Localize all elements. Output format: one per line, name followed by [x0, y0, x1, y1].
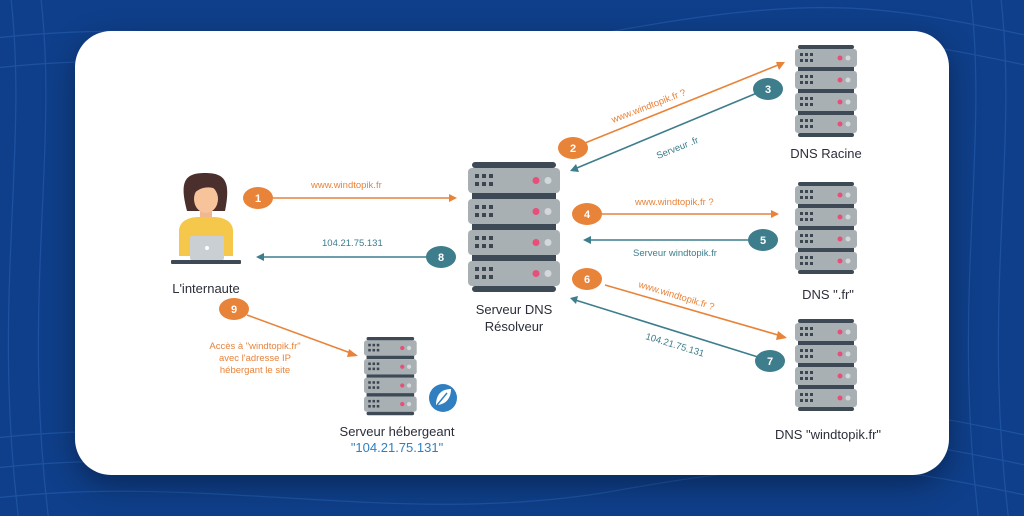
node-label-resolver-line-2: Résolveur [485, 319, 544, 334]
person-at-laptop-icon [171, 173, 241, 264]
step-badge-4: 4 [572, 203, 602, 225]
node-label-host-line-1: Serveur hébergeant [340, 424, 455, 439]
label-step-6: www.windtopik.fr ? [636, 279, 715, 313]
label-step-7: 104.21.75.131 [644, 331, 705, 359]
svg-text:4: 4 [584, 209, 591, 221]
arrowhead-step-1 [449, 194, 457, 202]
step-badge-2: 2 [558, 137, 588, 159]
step-badge-1: 1 [243, 187, 273, 209]
svg-text:5: 5 [760, 235, 766, 247]
svg-text:3: 3 [765, 84, 771, 96]
arrowhead-step-2 [776, 62, 785, 70]
arrows [246, 62, 787, 358]
arrowhead-step-6 [776, 331, 787, 340]
step-badges: 1 2 3 4 5 6 7 8 [219, 78, 785, 372]
arrowhead-step-7 [570, 296, 578, 304]
node-label-user: L'internaute [172, 281, 240, 296]
diagram-card: 1 2 3 4 5 6 7 8 [75, 31, 949, 475]
label-step-5: Serveur windtopik.fr [633, 248, 717, 259]
label-step-8: 104.21.75.131 [322, 238, 383, 249]
arrow-step-2 [584, 62, 784, 144]
node-label-authoritative: DNS "windtopik.fr" [775, 427, 881, 442]
leaf-logo-icon [429, 384, 457, 412]
arrowhead-step-3 [570, 164, 579, 172]
step-badge-5: 5 [748, 229, 778, 251]
step-badge-6: 6 [572, 268, 602, 290]
step-badge-3: 3 [753, 78, 783, 100]
arrowhead-step-4 [771, 210, 779, 218]
label-step-3: Serveur .fr [655, 135, 700, 162]
root-dns-server-icon [795, 45, 857, 137]
node-label-tld: DNS ".fr" [802, 287, 854, 302]
label-step-4: www.windtopik.fr ? [634, 197, 714, 208]
hosting-server-icon [364, 337, 417, 415]
dns-resolution-diagram: 1 2 3 4 5 6 7 8 [171, 31, 881, 455]
step-badge-7: 7 [755, 350, 785, 372]
label-step-9-line-1: Accès à "windtopik.fr" [209, 341, 300, 352]
step-badge-9: 9 [219, 298, 249, 320]
arrow-step-9 [246, 314, 357, 356]
step-badge-8: 8 [426, 246, 456, 268]
svg-text:7: 7 [767, 356, 773, 368]
svg-text:8: 8 [438, 252, 444, 264]
tld-dns-server-icon [795, 182, 857, 274]
arrow-step-3 [571, 92, 758, 171]
label-step-9-line-2: avec l'adresse IP [219, 353, 291, 364]
arrowhead-step-9 [347, 349, 358, 357]
arrow-labels: www.windtopik.fr www.windtopik.fr ? Serv… [209, 87, 717, 376]
svg-text:2: 2 [570, 143, 576, 155]
label-step-9-line-3: hébergant le site [220, 365, 290, 376]
arrowhead-step-5 [583, 236, 591, 244]
svg-text:9: 9 [231, 304, 237, 316]
resolver-server-icon [468, 162, 560, 292]
node-label-host-line-2: "104.21.75.131" [351, 440, 444, 455]
arrow-step-7 [571, 298, 759, 358]
arrow-step-6 [604, 284, 786, 338]
label-step-1: www.windtopik.fr [310, 180, 382, 191]
arrowhead-step-8 [256, 253, 264, 261]
authoritative-dns-server-icon [795, 319, 857, 411]
svg-text:6: 6 [584, 274, 590, 286]
node-label-root: DNS Racine [790, 146, 862, 161]
node-label-resolver-line-1: Serveur DNS [476, 302, 553, 317]
svg-text:1: 1 [255, 193, 261, 205]
